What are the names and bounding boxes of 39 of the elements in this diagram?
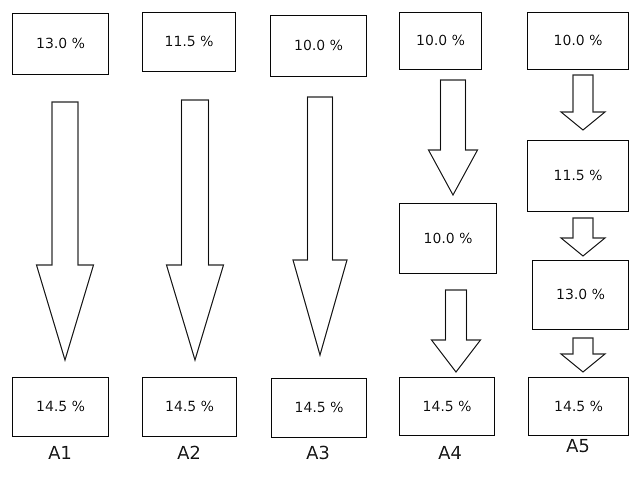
percentage-value: 10.0 %	[554, 33, 602, 49]
value-box	[399, 377, 495, 436]
block-arrow	[292, 96, 348, 358]
percentage-value: 10.0 %	[416, 33, 465, 49]
value-box	[270, 15, 367, 77]
block-arrow	[559, 74, 607, 131]
value-box	[271, 378, 367, 438]
block-arrow	[559, 337, 607, 373]
percentage-value: 11.5 %	[164, 34, 214, 50]
percentage-value: 14.5 %	[294, 400, 344, 416]
column-label: A1	[48, 443, 72, 464]
percentage-value: 13.0 %	[36, 36, 85, 52]
block-arrow	[430, 289, 482, 373]
percentage-value: 10.0 %	[424, 230, 472, 246]
column-label: A5	[566, 436, 590, 457]
value-box	[532, 260, 629, 330]
value-box	[142, 377, 237, 437]
block-arrow	[559, 217, 607, 257]
percentage-value: 14.5 %	[36, 399, 85, 415]
value-box	[142, 12, 236, 72]
value-box	[12, 13, 109, 75]
column-label: A2	[177, 443, 201, 464]
percentage-value: 10.0 %	[294, 38, 343, 54]
percentage-value: 14.5 %	[165, 399, 214, 415]
value-box	[12, 377, 109, 437]
column-label: A4	[438, 443, 462, 464]
percentage-value: 13.0 %	[556, 287, 605, 303]
block-arrow	[166, 99, 224, 362]
value-box	[399, 203, 497, 274]
value-box	[527, 140, 629, 212]
value-box	[528, 377, 629, 436]
value-box	[527, 12, 629, 70]
block-arrow	[36, 101, 94, 362]
percentage-value: 14.5 %	[554, 398, 603, 414]
value-box	[399, 12, 482, 70]
column-label: A3	[306, 443, 330, 464]
percentage-value: 11.5 %	[554, 168, 602, 184]
block-arrow	[428, 79, 478, 196]
percentage-value: 14.5 %	[422, 398, 472, 414]
